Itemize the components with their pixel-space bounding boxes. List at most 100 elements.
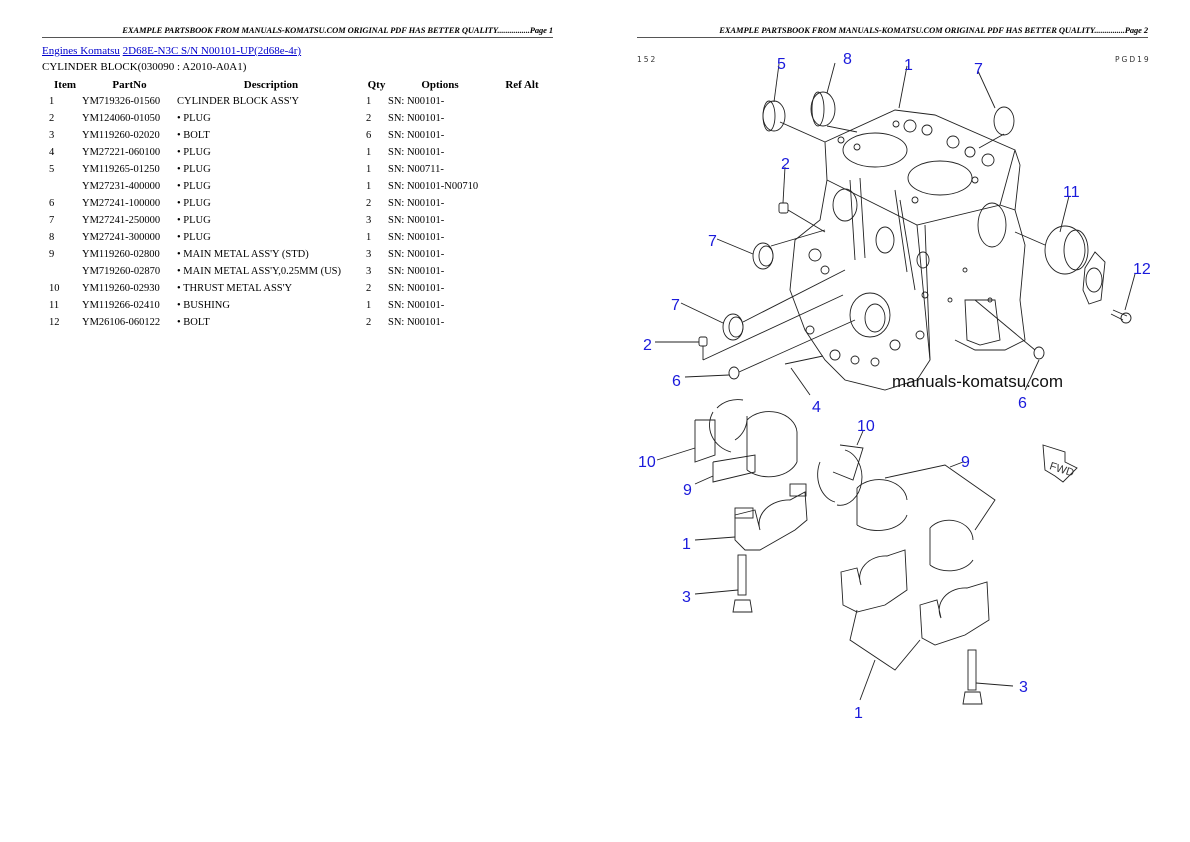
cell-partno: YM27221-060100 <box>82 147 161 158</box>
callout-number: 6 <box>1018 395 1027 412</box>
cell-item: 4 <box>49 147 55 158</box>
header-divider <box>42 37 553 38</box>
section-title: CYLINDER BLOCK(030090 : A2010-A0A1) <box>42 61 247 73</box>
cell-description: • BOLT <box>177 130 210 141</box>
callout-number: 5 <box>777 56 786 73</box>
cell-partno: YM719326-01560 <box>82 96 161 107</box>
cell-qty: 3 <box>366 215 372 226</box>
cell-qty: 1 <box>366 96 372 107</box>
cell-partno: YM119260-02800 <box>82 249 160 260</box>
cell-partno: YM119260-02020 <box>82 130 160 141</box>
cell-qty: 6 <box>366 130 372 141</box>
cell-partno: YM27241-100000 <box>82 198 161 209</box>
breadcrumb: Engines Komatsu 2D68E-N3C S/N N00101-UP(… <box>42 45 301 57</box>
column-header-item: Item <box>54 78 76 91</box>
callout-number: 9 <box>961 454 970 471</box>
cell-item: 6 <box>49 198 55 209</box>
cell-ref-alt <box>492 297 552 314</box>
callout-number: 1 <box>854 705 863 722</box>
diagram-code-right: PGD19 <box>1115 55 1151 64</box>
callout-number: 7 <box>671 297 680 314</box>
page-2: EXAMPLE PARTSBOOK FROM MANUALS-KOMATSU.C… <box>595 0 1190 842</box>
cell-item: 7 <box>49 215 55 226</box>
cell-item <box>44 178 82 195</box>
cell-ref-alt <box>492 144 552 161</box>
callout-number: 11 <box>1063 184 1080 201</box>
callout-number: 10 <box>638 454 656 471</box>
cell-item: 8 <box>49 232 55 243</box>
column-header-options: Options <box>421 78 459 91</box>
cell-item: 5 <box>49 164 55 175</box>
callout-number: 8 <box>843 51 852 68</box>
callout-number: 12 <box>1133 261 1151 278</box>
callout-number: 10 <box>857 418 875 435</box>
cell-partno: YM124060-01050 <box>82 113 161 124</box>
cell-options: SN: N00101-N00710 <box>388 181 479 192</box>
callout-number: 2 <box>643 337 652 354</box>
cell-qty: 1 <box>366 147 372 158</box>
cell-qty: 1 <box>366 181 372 192</box>
table-row: YM719260-02870• MAIN METAL ASS'Y,0.25MM … <box>44 263 552 280</box>
breadcrumb-link-engines-komatsu[interactable]: Engines Komatsu <box>42 45 120 57</box>
cell-options: SN: N00101- <box>388 283 445 294</box>
cell-ref-alt <box>492 127 552 144</box>
callout-number: 7 <box>974 61 983 78</box>
cell-options: SN: N00101- <box>388 232 445 243</box>
cell-options: SN: N00101- <box>388 317 445 328</box>
header-divider <box>637 37 1148 38</box>
cell-qty: 1 <box>366 232 372 243</box>
cell-ref-alt <box>492 229 552 246</box>
cell-partno: YM26106-060122 <box>82 317 161 328</box>
cell-qty: 2 <box>366 317 372 328</box>
cell-description: • PLUG <box>177 164 211 175</box>
cell-ref-alt <box>492 161 552 178</box>
cell-options: SN: N00101- <box>388 300 445 311</box>
cell-item <box>44 263 82 280</box>
cell-description: • MAIN METAL ASS'Y,0.25MM (US) <box>177 266 341 277</box>
cell-options: SN: N00101- <box>388 249 445 260</box>
cell-item: 11 <box>49 300 60 311</box>
callout-number: 4 <box>812 399 821 416</box>
cell-description: • BUSHING <box>177 300 230 311</box>
cell-ref-alt <box>492 246 552 263</box>
cell-qty: 3 <box>366 266 372 277</box>
diagram-code-left: 152 <box>637 55 658 64</box>
cell-options: SN: N00101- <box>388 198 445 209</box>
cell-partno: YM27241-250000 <box>82 215 161 226</box>
cell-partno: YM27241-300000 <box>82 232 161 243</box>
cell-item: 1 <box>49 96 55 107</box>
parts-table: Item PartNo Description Qty Options Ref … <box>44 76 552 331</box>
callout-number: 9 <box>683 482 692 499</box>
cell-item: 9 <box>49 249 55 260</box>
column-header-qty: Qty <box>367 78 386 91</box>
cell-options: SN: N00101- <box>388 113 445 124</box>
cell-ref-alt <box>492 110 552 127</box>
callout-number: 1 <box>904 57 913 74</box>
cell-ref-alt <box>492 280 552 297</box>
watermark: manuals-komatsu.com <box>892 372 1064 391</box>
cell-qty: 2 <box>366 113 372 124</box>
callout-number: 3 <box>1019 679 1028 696</box>
cell-partno: YM119260-02930 <box>82 283 160 294</box>
column-header-description: Description <box>243 78 299 91</box>
cell-item: 3 <box>49 130 55 141</box>
breadcrumb-link-model[interactable]: 2D68E-N3C S/N N00101-UP(2d68e-4r) <box>122 45 302 57</box>
cell-item: 2 <box>49 113 55 124</box>
callout-number: 7 <box>708 233 717 250</box>
callout-number: 3 <box>682 589 691 606</box>
cell-description: • PLUG <box>177 198 211 209</box>
cell-description: CYLINDER BLOCK ASS'Y <box>177 96 300 107</box>
cell-partno: YM119266-02410 <box>82 300 160 311</box>
cell-description: • BOLT <box>177 317 210 328</box>
callout-number: 1 <box>682 536 691 553</box>
cell-options: SN: N00711- <box>388 164 444 175</box>
